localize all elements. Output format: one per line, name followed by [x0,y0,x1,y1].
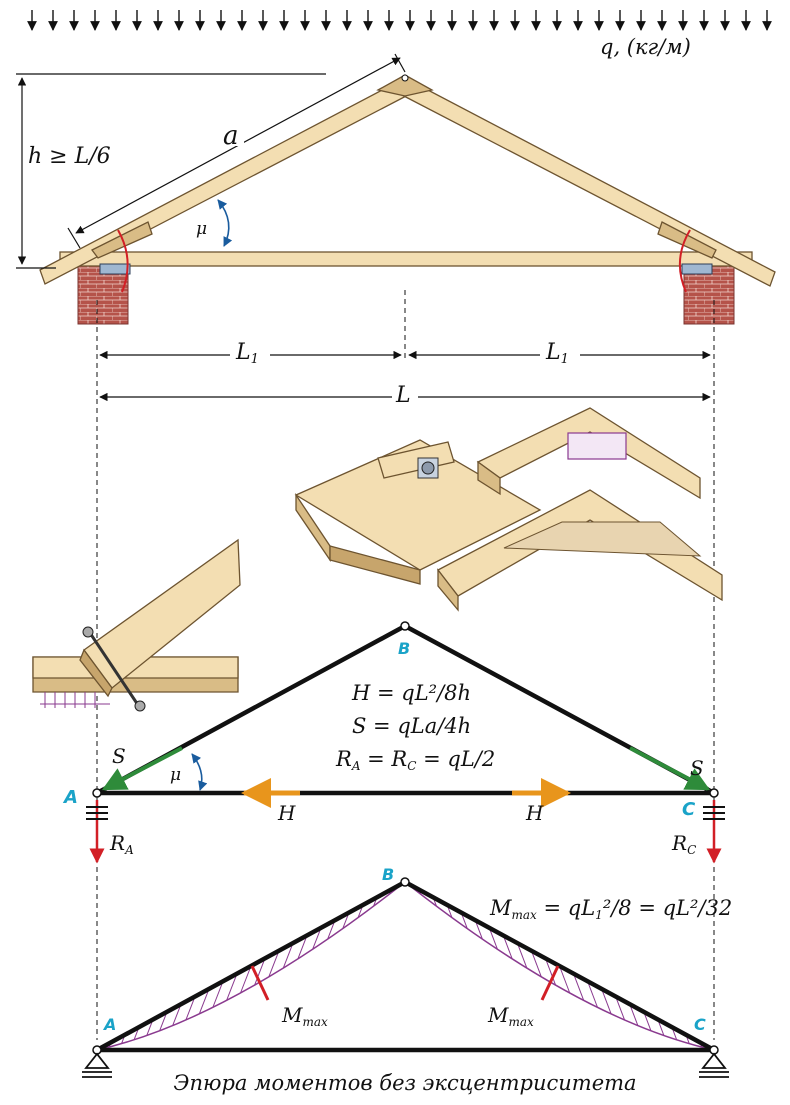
hatch-line [544,958,557,986]
hatch-line [254,958,266,986]
half-span-left-bg [230,338,270,362]
mmax-right-label: Mmax [487,1003,534,1029]
moment-node-b [400,877,410,887]
right-cut-arc [678,229,691,293]
gusset-joint-detail [437,407,723,612]
hatch-line [226,973,238,1001]
node-a-label: A [62,787,78,808]
hatch-line [297,935,308,960]
tie-beam [59,251,753,267]
moment-node-a-label: A [102,1015,116,1034]
hatch-line [240,965,252,994]
node-c [709,788,719,798]
hatch-line [601,988,612,1015]
node-c-label: C [682,799,696,820]
reaction-a-label: RA [109,831,134,857]
rafter-label: a [223,121,239,151]
moment-caption: Эпюра моментов без эксцентриситета [173,1071,636,1095]
apex-node [401,74,409,82]
span-label: L [395,383,411,408]
half-span-right-bg [540,338,580,362]
ridge-joint-detail [294,439,542,585]
support-c [703,806,725,820]
left-bracket [99,263,131,275]
formula-mmax: Mmax = qL1²/8 = qL²/32 [489,896,732,922]
hatch-line [212,981,224,1008]
moment-node-c-label: C [694,1015,706,1034]
left-cut-arc [117,229,129,293]
force-h-right-label: H [525,801,544,825]
node-b-label: B [398,639,410,658]
hatch-line [559,965,571,994]
left-rafter-moment [94,879,408,1053]
moment-diagram [82,877,729,1078]
hatch-line [573,973,585,1001]
force-h-left-label: H [277,801,296,825]
angle-label-bottom: μ [170,765,181,785]
formula-s: S = qLa/4h [352,714,471,738]
bolted-heel-detail [32,538,241,712]
mmax-left-label: Mmax [281,1003,328,1029]
right-heel-block [657,221,717,259]
angle-label-top: μ [196,219,207,239]
mmax-left-marker [250,965,270,1001]
hatch-line [516,942,528,969]
rafter-label-bg [218,122,244,146]
rafter-dim-ext-right [394,53,406,73]
hatch-line [172,1004,182,1026]
angle-arc-bottom [191,753,208,791]
hatch-line [629,1004,639,1026]
hatch-line [312,927,322,950]
right-bracket [681,263,713,275]
hatch-line [488,927,498,950]
force-s-right-label: S [690,756,704,780]
hatch-line [530,950,542,978]
hatch-line [198,988,210,1015]
angle-arc-top [217,199,233,247]
moment-support-c [699,1052,729,1078]
truss-elevation [39,74,776,325]
height-label: h ≥ L/6 [28,144,111,169]
distributed-load-arrows [27,10,772,31]
rafter-dim-ext-left [67,227,81,249]
load-label: q, (кг/м) [600,35,691,59]
node-a [92,788,102,798]
moment-curve-left [96,881,406,1051]
force-s-left-label: S [112,744,126,768]
hatch-line [587,981,598,1008]
formula-h: H = qL²/8h [351,681,471,705]
moment-curve-right [404,881,715,1051]
hatch-line [282,942,294,969]
hatch-line [268,950,280,978]
half-span-right-label: L1 [545,340,569,367]
hatch-line [185,996,196,1021]
moment-node-b-label: B [382,865,394,884]
moment-support-a [82,1052,112,1078]
force-s-left-arrow [101,746,183,791]
mmax-right-marker [540,965,560,1001]
right-rafter-moment [402,879,717,1053]
reaction-c-label: RC [671,831,696,857]
hatch-line [615,996,626,1021]
force-s-right-arrow [629,746,711,791]
half-span-left-label: L1 [235,340,259,367]
formula-reactions: RA = RC = qL/2 [335,747,495,773]
support-a [86,806,108,820]
span-label-bg [392,380,418,406]
node-b [400,621,410,631]
statics-diagram [86,621,725,864]
hatch-line [502,935,513,960]
